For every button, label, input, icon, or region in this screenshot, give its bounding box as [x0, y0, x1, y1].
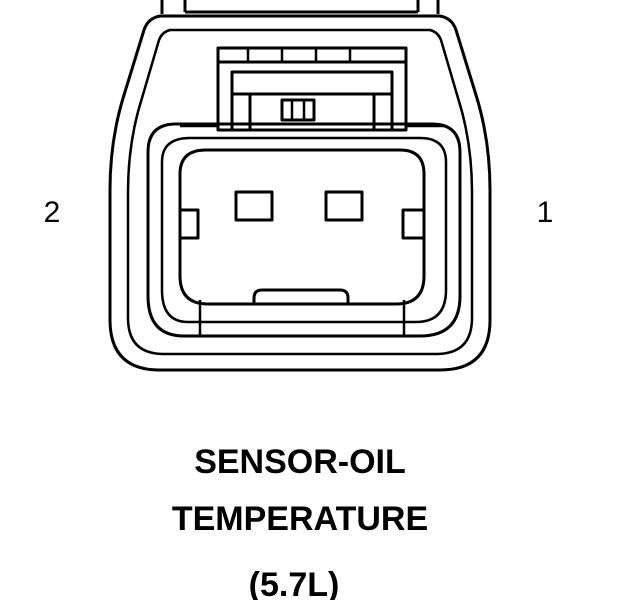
caption-line-3: (5.7L): [249, 566, 340, 600]
latch-tab: [280, 98, 316, 122]
side-key-left: [178, 208, 200, 240]
pin-label-right: 1: [537, 196, 554, 229]
wire-harness: [160, 0, 440, 14]
terminal-pin-1: [324, 190, 364, 222]
polarization-key: [252, 288, 350, 304]
connector-housing-inner: [126, 28, 474, 356]
terminal-cavity: [178, 148, 426, 306]
locking-latch: [180, 46, 444, 132]
caption-line-1: SENSOR-OIL: [194, 443, 406, 481]
mating-face-frame-inner: [160, 136, 448, 324]
connector-housing: [108, 14, 492, 372]
side-key-right: [401, 208, 426, 240]
pin-label-left: 2: [44, 196, 61, 229]
terminal-pin-2: [234, 190, 274, 222]
mating-face-frame: [146, 122, 462, 338]
caption-line-2: TEMPERATURE: [172, 500, 428, 538]
